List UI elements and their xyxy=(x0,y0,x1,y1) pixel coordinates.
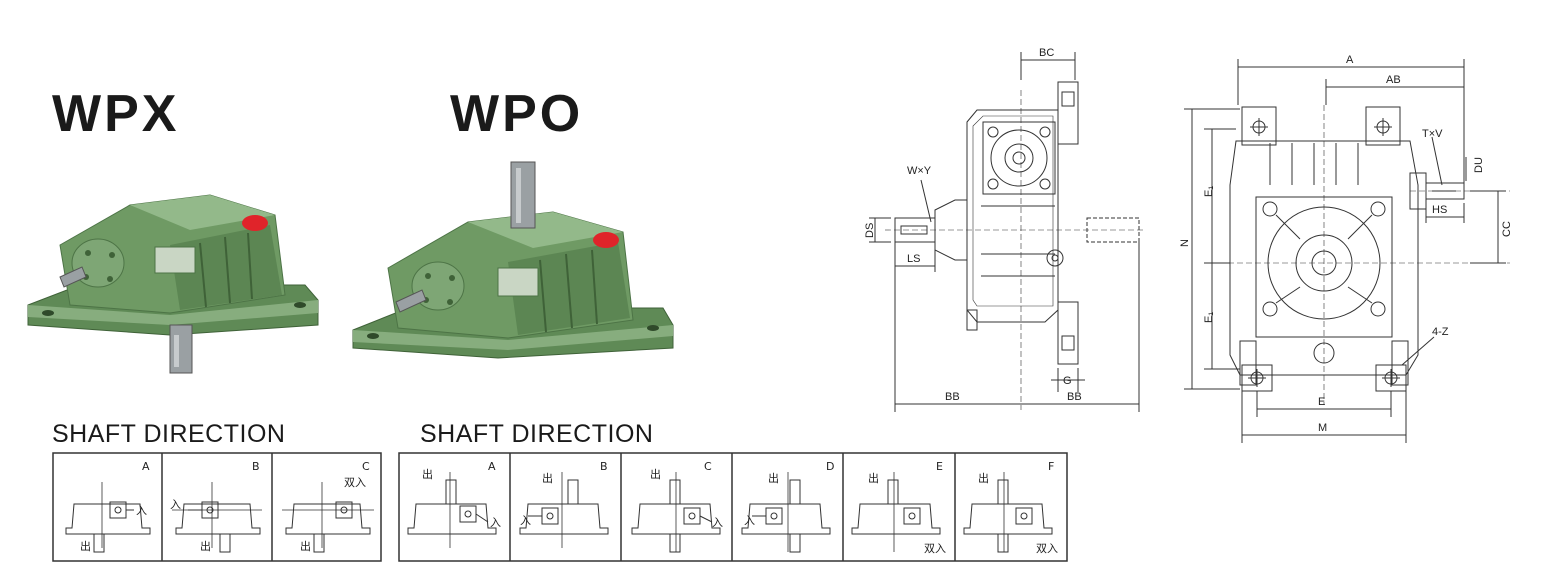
wpo-cell-e-out: 出 xyxy=(868,471,879,485)
wpo-cell-e-letter: E xyxy=(936,460,943,473)
wpo-cell-b-letter: B xyxy=(600,460,608,473)
wpx-title: WPX xyxy=(52,85,180,143)
wpx-cell-a-letter: A xyxy=(142,460,150,473)
wpo-cell-c-letter: C xyxy=(704,460,712,473)
wpo-cell-d-letter: D xyxy=(826,460,834,473)
dim-bb-left: BB xyxy=(945,391,960,403)
dim-n: N xyxy=(1179,239,1191,247)
wpx-cell-c: C 双入 出 xyxy=(282,460,374,553)
wpx-cell-b-in: 入 xyxy=(170,498,181,511)
dim-e1-bottom: E₁ xyxy=(1203,312,1215,323)
wpo-shaft-direction-title: SHAFT DIRECTION xyxy=(420,420,654,448)
dim-e1-top: E₁ xyxy=(1203,186,1215,197)
wpo-cell-b-out: 出 xyxy=(542,471,553,485)
dim-bc: BC xyxy=(1039,47,1054,59)
wpo-cell-c: C 出 入 xyxy=(631,460,723,553)
wpo-title: WPO xyxy=(450,85,584,143)
wpo-cell-b-in: 入 xyxy=(520,514,531,527)
wpx-cell-a-out: 出 xyxy=(80,539,91,553)
front-view-drawing: A AB T×V DU HS CC N E₁ E₁ 4-Z E M xyxy=(1179,54,1513,443)
wpx-shaft-direction-title: SHAFT DIRECTION xyxy=(52,420,286,448)
side-view-drawing: BC W×Y DS LS G BB BB xyxy=(864,47,1145,412)
dim-ls: LS xyxy=(907,253,920,265)
wpo-cell-a-out: 出 xyxy=(422,467,433,481)
wpo-cell-d: D 出 入 xyxy=(741,460,834,553)
dim-bb-right: BB xyxy=(1067,391,1082,403)
wpo-shaft-direction-table: A 出 入 B 出 入 C 出 入 D xyxy=(398,452,1068,562)
dim-ab: AB xyxy=(1386,74,1401,86)
wpo-gearbox-image xyxy=(352,161,674,359)
wpo-cell-b: B 出 入 xyxy=(519,460,609,548)
dim-a: A xyxy=(1346,54,1354,66)
wpo-cell-e: E 出 双入 xyxy=(851,460,946,555)
dim-e: E xyxy=(1318,396,1325,408)
wpo-cell-a-in: 入 xyxy=(490,516,501,529)
wpx-cell-b-letter: B xyxy=(252,460,260,473)
wpx-gearbox-image xyxy=(27,194,319,374)
dim-cc: CC xyxy=(1501,221,1513,237)
wpo-cell-f-out: 出 xyxy=(978,471,989,485)
dim-4z: 4-Z xyxy=(1432,326,1449,338)
wpo-cell-e-in: 双入 xyxy=(924,542,946,555)
wpx-cell-a-in: 入 xyxy=(136,504,147,517)
wpx-cell-b-out: 出 xyxy=(200,539,211,553)
dim-hs: HS xyxy=(1432,204,1447,216)
wpo-cell-c-in: 入 xyxy=(712,516,723,529)
wpo-cell-f-letter: F xyxy=(1048,460,1054,473)
wpx-cell-c-letter: C xyxy=(362,460,370,473)
dim-m: M xyxy=(1318,422,1327,434)
wpx-cell-a: A 入 出 xyxy=(65,460,151,553)
dim-du: DU xyxy=(1473,157,1485,173)
dim-g: G xyxy=(1063,375,1072,387)
dim-wxy: W×Y xyxy=(907,165,932,177)
wpx-cell-b: B 入 出 xyxy=(170,460,262,553)
dim-ds: DS xyxy=(864,223,876,238)
wpx-shaft-direction-table: A 入 出 B 入 出 C 双入 出 xyxy=(52,452,382,562)
wpo-cell-d-out: 出 xyxy=(768,471,779,485)
wpo-cell-c-out: 出 xyxy=(650,467,661,481)
wpo-cell-a: A 出 入 xyxy=(407,460,501,548)
wpo-cell-d-in: 入 xyxy=(744,514,755,527)
wpo-cell-f-in: 双入 xyxy=(1036,542,1058,555)
wpo-cell-f: F 出 双入 xyxy=(963,460,1058,555)
wpo-cell-a-letter: A xyxy=(488,460,496,473)
wpx-cell-c-out: 出 xyxy=(300,539,311,553)
wpx-cell-c-in: 双入 xyxy=(344,476,366,489)
dim-txv: T×V xyxy=(1422,128,1443,140)
